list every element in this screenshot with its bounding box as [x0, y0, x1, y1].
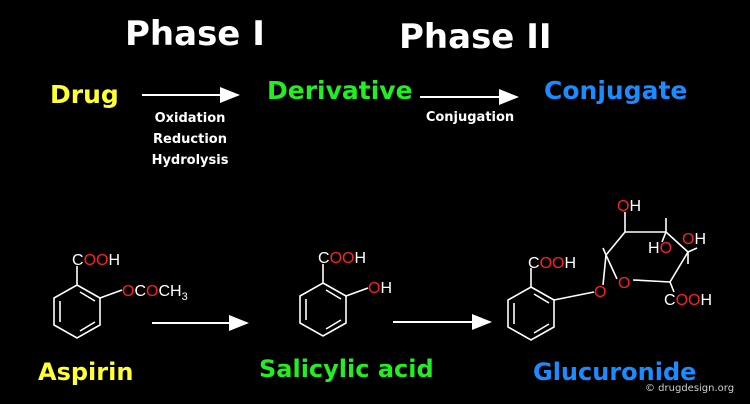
conjugate-label: Conjugate [544, 76, 688, 105]
glucuronide-linking-oxygen: O [594, 284, 606, 301]
glucuronide-structure [507, 212, 698, 341]
glucuronide-oh-right: OH [682, 231, 706, 248]
reaction-oxidation: Oxidation [154, 111, 226, 126]
glucuronide-benzoic-carboxyl: COOH [528, 255, 576, 272]
phase-2-title: Phase II [399, 17, 552, 57]
glucuronide-ho-middle: HO [648, 240, 672, 257]
aspirin-label: Aspirin [38, 358, 134, 386]
glucuronide-acid-carboxyl: COOH [664, 292, 712, 309]
aspirin-acetyl: OCOCH3 [122, 283, 188, 303]
aspirin-carboxyl: COOH [72, 252, 120, 269]
glucuronide-oh-top: OH [617, 198, 641, 215]
glucuronide-ring-oxygen: O [618, 275, 630, 292]
salicylic-structure [299, 264, 369, 337]
drug-label: Drug [50, 80, 119, 109]
credit-text: © drugdesign.org [645, 383, 735, 394]
derivative-label: Derivative [267, 76, 413, 105]
salicylic-hydroxyl: OH [368, 280, 392, 297]
phase-1-reactions: Oxidation Reduction Hydrolysis [150, 108, 230, 171]
phase-1-title: Phase I [125, 14, 265, 54]
salicylic-acid-label: Salicylic acid [259, 355, 434, 383]
reaction-conjugation: Conjugation [425, 110, 515, 125]
reaction-reduction: Reduction [153, 132, 227, 147]
reaction-hydrolysis: Hydrolysis [151, 153, 229, 168]
aspirin-structure [53, 266, 123, 339]
salicylic-carboxyl: COOH [318, 250, 366, 267]
glucuronide-label: Glucuronide [533, 358, 697, 386]
